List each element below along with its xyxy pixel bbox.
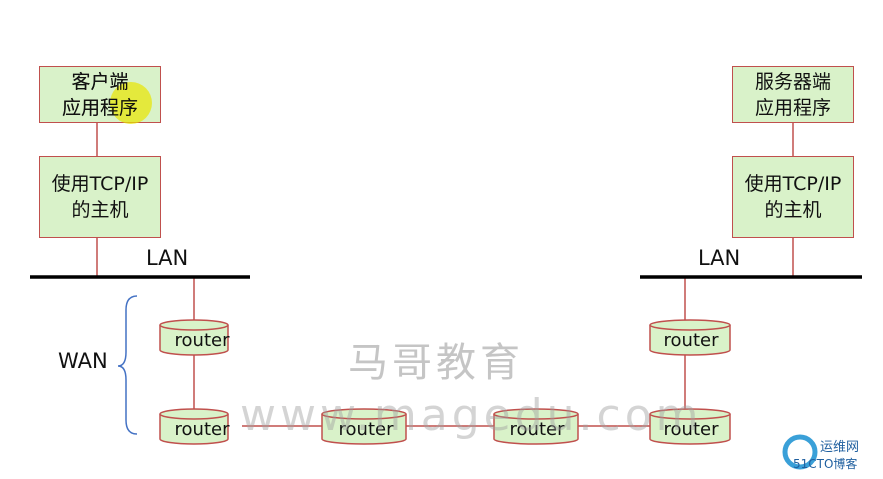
blog-logo-icon xyxy=(782,434,818,470)
client-host-line1: 使用TCP/IP xyxy=(51,173,149,195)
router-label: router xyxy=(664,330,720,351)
wan-label: WAN xyxy=(58,349,108,373)
router-left-bottom: router xyxy=(159,408,231,445)
router-right-bottom: router xyxy=(649,408,731,445)
server-app-box: 服务器端 应用程序 xyxy=(732,66,854,123)
client-host-line2: 的主机 xyxy=(71,199,129,221)
router-label: router xyxy=(175,330,231,351)
router-middle-2: router xyxy=(493,408,579,445)
client-lan-label: LAN xyxy=(146,246,189,270)
router-left-top: router xyxy=(159,319,231,356)
server-app-line2: 应用程序 xyxy=(754,96,831,119)
logo-line2: 51CTO博客 xyxy=(793,457,858,471)
cursor-highlight xyxy=(110,82,152,124)
router-right-top: router xyxy=(649,319,731,356)
router-label: router xyxy=(339,419,395,440)
watermark-brand: 马哥教育 xyxy=(348,340,524,386)
client-app-line1: 客户端 xyxy=(71,70,129,93)
server-host-line1: 使用TCP/IP xyxy=(744,173,842,195)
logo-line1: 运维网 xyxy=(820,440,860,455)
router-label: router xyxy=(510,419,566,440)
wan-brace xyxy=(117,295,138,435)
router-label: router xyxy=(175,419,231,440)
server-host-box: 使用TCP/IP 的主机 xyxy=(732,156,854,238)
server-lan-label: LAN xyxy=(698,246,741,270)
server-app-line1: 服务器端 xyxy=(754,70,831,93)
router-middle-1: router xyxy=(321,408,407,445)
server-host-line2: 的主机 xyxy=(764,199,822,221)
watermark-url: www.magedu.com xyxy=(240,390,703,441)
router-label: router xyxy=(664,419,720,440)
client-host-box: 使用TCP/IP 的主机 xyxy=(39,156,161,238)
